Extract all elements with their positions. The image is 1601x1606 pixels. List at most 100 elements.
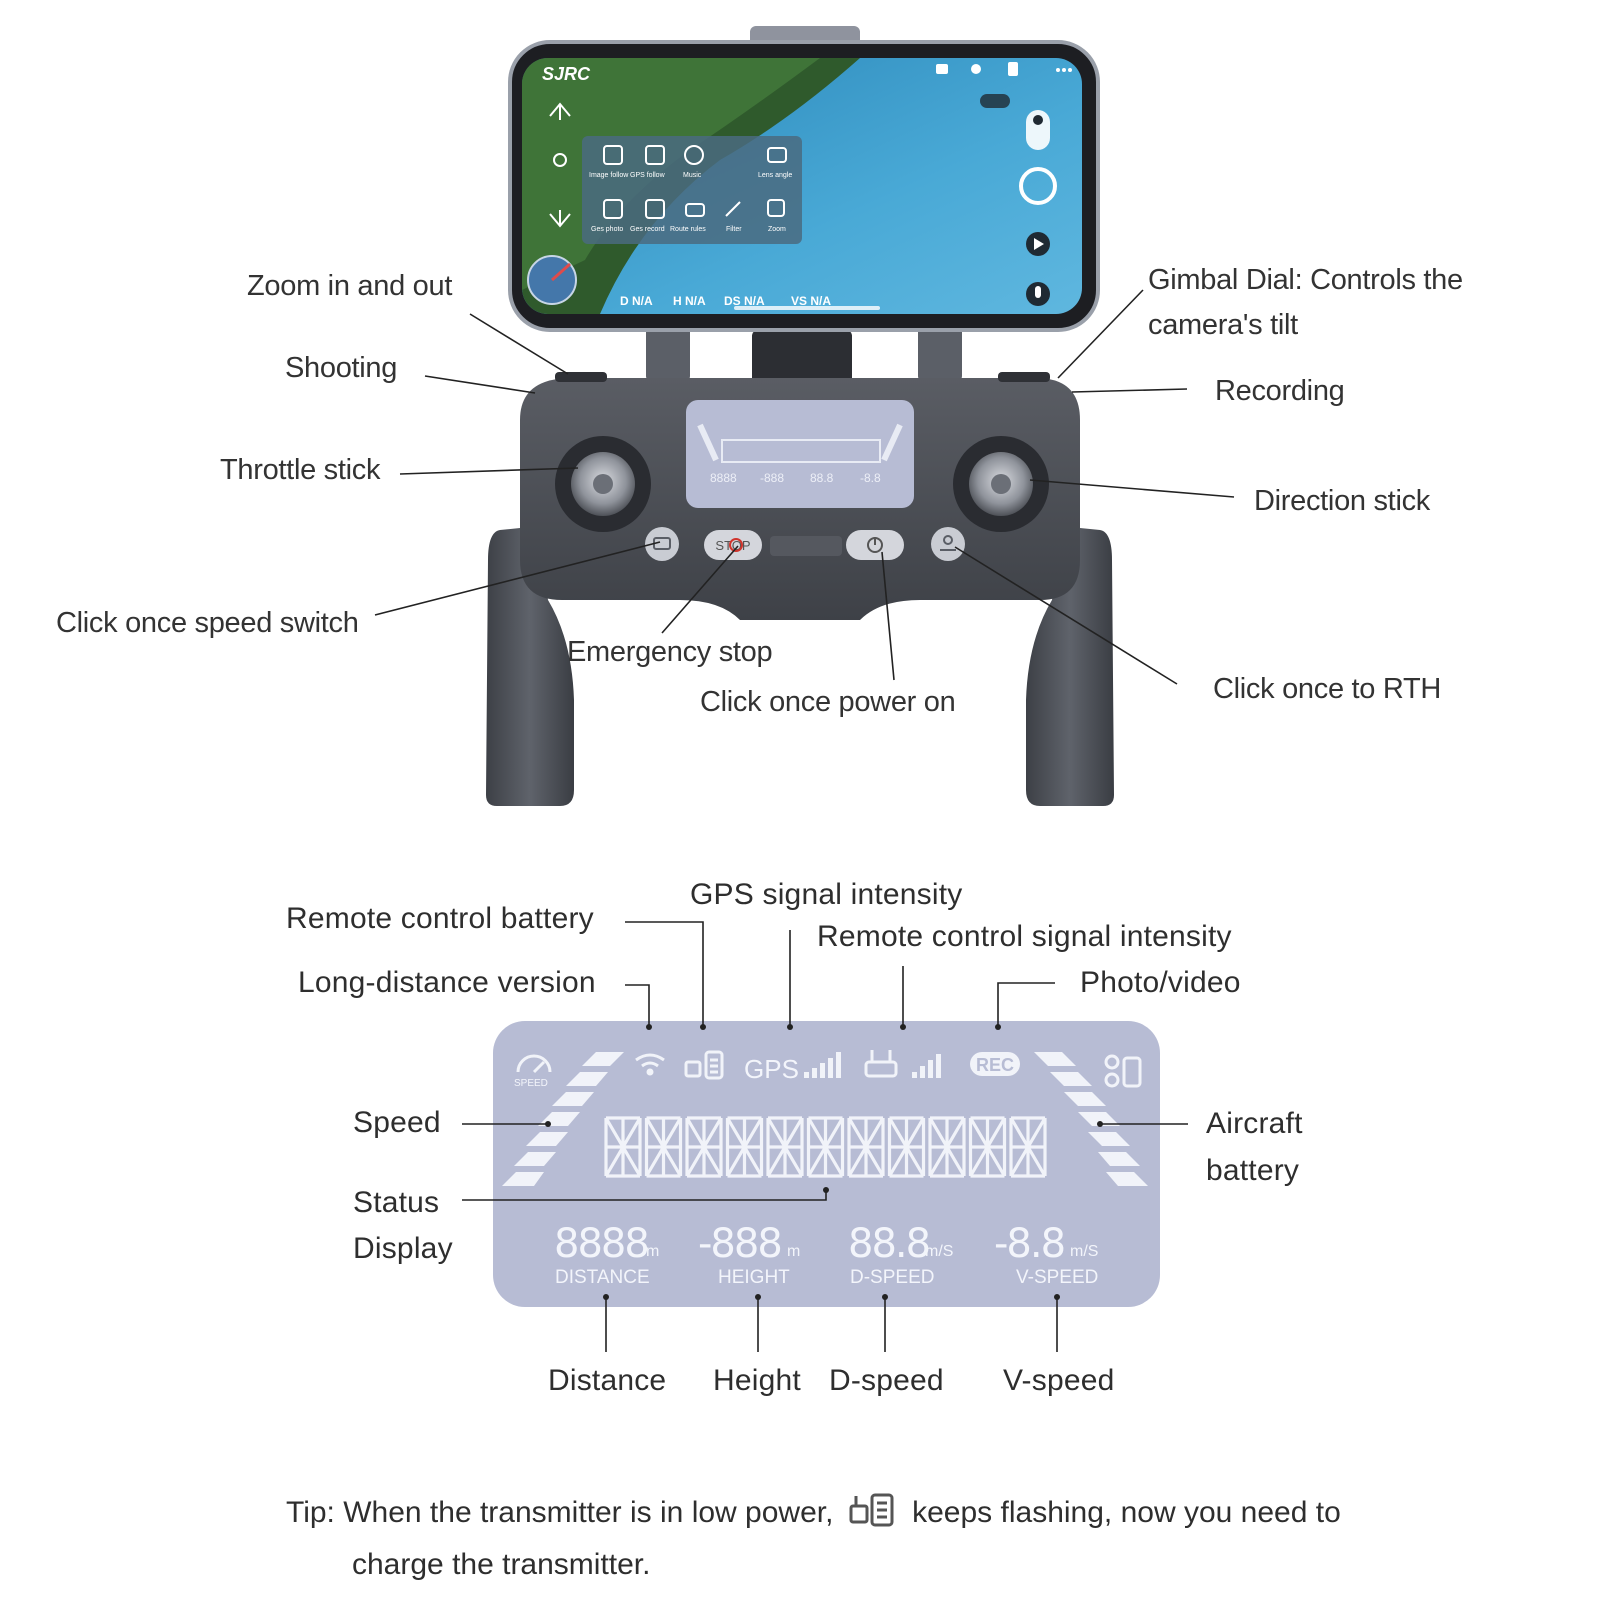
rth-button[interactable] [931,527,965,561]
height-unit: m [787,1243,800,1260]
segment-character [644,1116,683,1178]
label-rc-battery: Remote control battery [286,902,594,935]
aircraft-battery-bars [1034,1052,1148,1186]
label-power: Click once power on [700,686,956,718]
label-speed: Speed [353,1106,441,1139]
label-shooting: Shooting [285,352,398,384]
telemetry-distance: D N/A [620,294,653,308]
segment-character [604,1116,642,1178]
label-direction: Direction stick [1254,485,1430,517]
segment-character [725,1116,764,1178]
segment-character [766,1116,804,1178]
top-status-icons [936,62,1072,76]
label-zoom: Zoom in and out [247,270,453,302]
remote-controller: 8888 -888 88.8 -8.8 STOP [486,318,1114,806]
menu-item[interactable]: Zoom [768,226,786,233]
vspeed-readout: -8.8 [994,1221,1064,1267]
menu-item[interactable]: Ges photo [591,226,623,233]
label-v-speed: V-speed [1003,1364,1115,1397]
label-height: Height [713,1364,801,1397]
label-distance: Distance [548,1364,667,1397]
gps-icon[interactable] [553,153,567,167]
direction-stick[interactable] [953,436,1049,532]
vspeed-unit: m/S [1070,1243,1098,1260]
label-throttle: Throttle stick [220,454,381,486]
gps-label: GPS [744,1054,799,1084]
camera-icon [1033,115,1043,125]
height-caption: HEIGHT [718,1267,790,1288]
label-aircraft-battery: Aircraft battery [1206,1107,1303,1187]
label-speed-switch: Click once speed switch [56,607,359,639]
left-grip [486,528,574,806]
rc-battery-icon [684,1050,724,1080]
rc-signal-bars [912,1054,941,1078]
rec-label: REC [976,1055,1014,1075]
vspeed-caption: V-SPEED [1016,1267,1098,1288]
power-button[interactable] [846,530,904,560]
takeoff-icon[interactable] [549,102,571,120]
menu-item[interactable]: Lens angle [758,172,792,179]
menu-item[interactable]: Filter [726,226,742,233]
menu-item[interactable]: Image follow [589,172,629,179]
telemetry-vspeed: VS N/A [791,294,831,308]
rc-battery-icon [848,1492,898,1542]
dspeed-caption: D-SPEED [850,1267,934,1288]
speed-bar-scale [502,1052,624,1186]
distance-readout: 8888 [554,1221,648,1267]
menu-item[interactable]: Route rules [670,226,706,233]
zoom-shoulder-button[interactable] [555,372,607,382]
menu-item[interactable]: Music [683,172,702,179]
segment-character [685,1116,723,1178]
rec-badge [970,1052,1020,1076]
distance-caption: DISTANCE [555,1267,650,1288]
rc-signal-icon [864,1050,898,1078]
throttle-stick[interactable] [555,436,651,532]
speed-icon-label: SPEED [514,1078,548,1089]
segment-character [968,1116,1007,1178]
status-display-segments [604,1116,1047,1178]
segment-character [847,1116,885,1178]
menu-item[interactable]: Ges record [630,226,665,233]
speedometer-icon [516,1054,552,1073]
label-long-distance: Long-distance version [298,966,596,999]
distance-unit: m [646,1243,659,1260]
shutter-button[interactable] [1019,167,1057,205]
mode-menu-panel [582,136,802,244]
lcd-panel: SPEED [493,1021,1160,1307]
tip-part1: Tip: When the transmitter is in low powe… [286,1496,834,1529]
dspeed-unit: m/S [925,1243,953,1260]
segment-character [1009,1116,1047,1178]
recording-shoulder-button[interactable] [998,372,1050,382]
smartphone: Image follow GPS follow Music Lens angle… [508,26,1100,332]
tip-part2: keeps flashing, now you need to [912,1496,1341,1529]
right-grip [1026,528,1114,806]
label-status-display: Status Display [353,1186,453,1265]
home-indicator [734,306,880,310]
label-d-speed: D-speed [829,1364,944,1397]
gps-signal-bars [804,1052,841,1078]
segment-character [806,1116,845,1178]
menu-item[interactable]: GPS follow [630,172,666,179]
label-recording: Recording [1215,375,1345,407]
mode-toggle[interactable] [980,94,1010,108]
holder-center [752,330,852,390]
camera-mode-switch[interactable] [1026,110,1050,150]
phone-screen: Image follow GPS follow Music Lens angle… [522,58,1082,314]
emergency-stop-button[interactable]: STOP [704,530,762,560]
holder-arm-right [918,318,962,382]
holder-arm-left [646,318,690,382]
height-readout: -888 [698,1221,781,1267]
wifi-icon [635,1053,665,1068]
svg-text:-8.8: -8.8 [860,471,881,485]
center-slot [770,536,842,556]
tip-text: Tip: When the transmitter is in low powe… [286,1490,1426,1588]
lcd-leader-lines [462,921,1188,1352]
controller-lcd [686,400,914,508]
aircraft-battery-icon [1104,1054,1142,1088]
svg-text:8888: 8888 [710,471,737,485]
svg-text:88.8: 88.8 [810,471,834,485]
label-rc-signal: Remote control signal intensity [817,920,1232,953]
land-icon[interactable] [549,210,571,228]
